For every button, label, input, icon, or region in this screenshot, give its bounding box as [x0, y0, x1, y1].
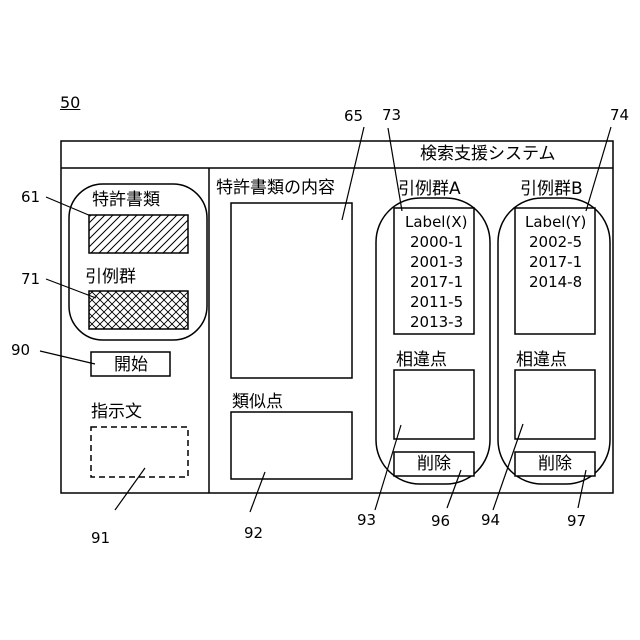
- similarity-box[interactable]: [231, 412, 352, 479]
- group-a-item-3[interactable]: 2017-1: [410, 275, 463, 290]
- ref-71: 71: [21, 272, 40, 287]
- ref-90: 90: [11, 343, 30, 358]
- ref-92: 92: [244, 526, 263, 541]
- group-b-item-2[interactable]: 2017-1: [529, 255, 582, 270]
- difference-box-b[interactable]: [515, 370, 595, 439]
- group-a-title: 引例群A: [398, 181, 461, 198]
- delete-button-b-label: 削除: [538, 456, 572, 473]
- group-b-item-1[interactable]: 2002-5: [529, 235, 582, 250]
- leader-92: [250, 472, 265, 512]
- group-a-item-4[interactable]: 2011-5: [410, 295, 463, 310]
- group-a-item-1[interactable]: 2000-1: [410, 235, 463, 250]
- similarity-label: 類似点: [232, 394, 283, 411]
- group-a-item-0[interactable]: Label(X): [405, 215, 467, 230]
- patent-doc-hatched-box[interactable]: [89, 215, 188, 253]
- ref-91: 91: [91, 531, 110, 546]
- leader-90: [40, 351, 95, 364]
- ref-73: 73: [382, 108, 401, 123]
- group-b-item-0[interactable]: Label(Y): [525, 215, 586, 230]
- ref-97: 97: [567, 514, 586, 529]
- figure-number: 50: [60, 95, 80, 111]
- leader-61: [46, 197, 91, 216]
- delete-button-a-label: 削除: [417, 456, 451, 473]
- difference-label-a: 相違点: [396, 352, 447, 369]
- leader-91: [115, 468, 145, 510]
- leader-74: [586, 127, 611, 211]
- patent-content-box[interactable]: [231, 203, 352, 378]
- ref-94: 94: [481, 513, 500, 528]
- window-title: 検索支援システム: [420, 146, 556, 163]
- instruction-label: 指示文: [91, 404, 142, 421]
- cited-group-label: 引例群: [85, 269, 136, 286]
- ref-93: 93: [357, 513, 376, 528]
- difference-label-b: 相違点: [516, 352, 567, 369]
- difference-box-a[interactable]: [394, 370, 474, 439]
- group-b-title: 引例群B: [520, 181, 583, 198]
- group-a-item-5[interactable]: 2013-3: [410, 315, 463, 330]
- cited-group-crosshatched-box[interactable]: [89, 291, 188, 329]
- group-b-item-3[interactable]: 2014-8: [529, 275, 582, 290]
- ref-61: 61: [21, 190, 40, 205]
- ref-96: 96: [431, 514, 450, 529]
- patent-content-label: 特許書類の内容: [216, 180, 335, 197]
- ref-74: 74: [610, 108, 629, 123]
- patent-doc-label: 特許書類: [92, 192, 160, 209]
- instruction-dashed-box[interactable]: [91, 427, 188, 477]
- start-button-label: 開始: [114, 357, 148, 374]
- ref-65: 65: [344, 109, 363, 124]
- group-a-item-2[interactable]: 2001-3: [410, 255, 463, 270]
